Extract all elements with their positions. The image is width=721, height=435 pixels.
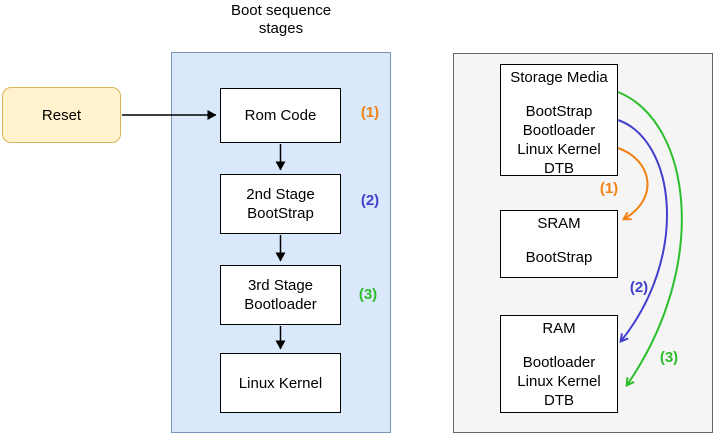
- ram-item: Bootloader: [522, 354, 596, 371]
- storage-media-item: BootStrap: [525, 103, 593, 120]
- stage1-label-right: (1): [599, 180, 619, 197]
- storage-media-title: Storage Media: [510, 69, 608, 86]
- stage3-label-left: (3): [358, 286, 378, 303]
- ram-item: DTB: [544, 392, 574, 409]
- diagram-title: Boot sequence stages: [230, 2, 332, 37]
- node-2nd-stage-bootstrap: 2nd Stage BootStrap: [220, 174, 341, 234]
- storage-media-item: Linux Kernel: [517, 141, 601, 158]
- node-storage-media: Storage Media BootStrap Bootloader Linux…: [500, 64, 618, 177]
- stage1-label-left: (1): [360, 104, 380, 121]
- node-linux-kernel-label: Linux Kernel: [238, 374, 323, 392]
- node-sram: SRAM BootStrap: [500, 210, 618, 278]
- storage-media-item: Bootloader: [522, 122, 596, 139]
- spacer: [501, 87, 617, 102]
- node-linux-kernel: Linux Kernel: [220, 353, 341, 413]
- reset-label: Reset: [41, 106, 82, 124]
- node-3rd-stage-bootloader: 3rd Stage Bootloader: [220, 265, 341, 325]
- stage2-label-right: (2): [629, 279, 649, 296]
- spacer: [501, 233, 617, 248]
- ram-item: Linux Kernel: [517, 373, 601, 390]
- stage2-label-left: (2): [360, 192, 380, 209]
- node-ram: RAM Bootloader Linux Kernel DTB: [500, 315, 618, 413]
- node-3rd-stage-bootloader-label: 3rd Stage Bootloader: [244, 277, 317, 313]
- node-rom-code: Rom Code: [220, 88, 341, 143]
- ram-title: RAM: [542, 320, 576, 337]
- sram-item: BootStrap: [525, 249, 593, 266]
- sram-title: SRAM: [537, 215, 581, 232]
- node-2nd-stage-bootstrap-label: 2nd Stage BootStrap: [246, 186, 315, 222]
- node-rom-code-label: Rom Code: [244, 107, 317, 124]
- storage-media-item: DTB: [544, 160, 574, 177]
- spacer: [501, 338, 617, 353]
- stage3-label-right: (3): [659, 349, 679, 366]
- reset-node: Reset: [2, 87, 121, 143]
